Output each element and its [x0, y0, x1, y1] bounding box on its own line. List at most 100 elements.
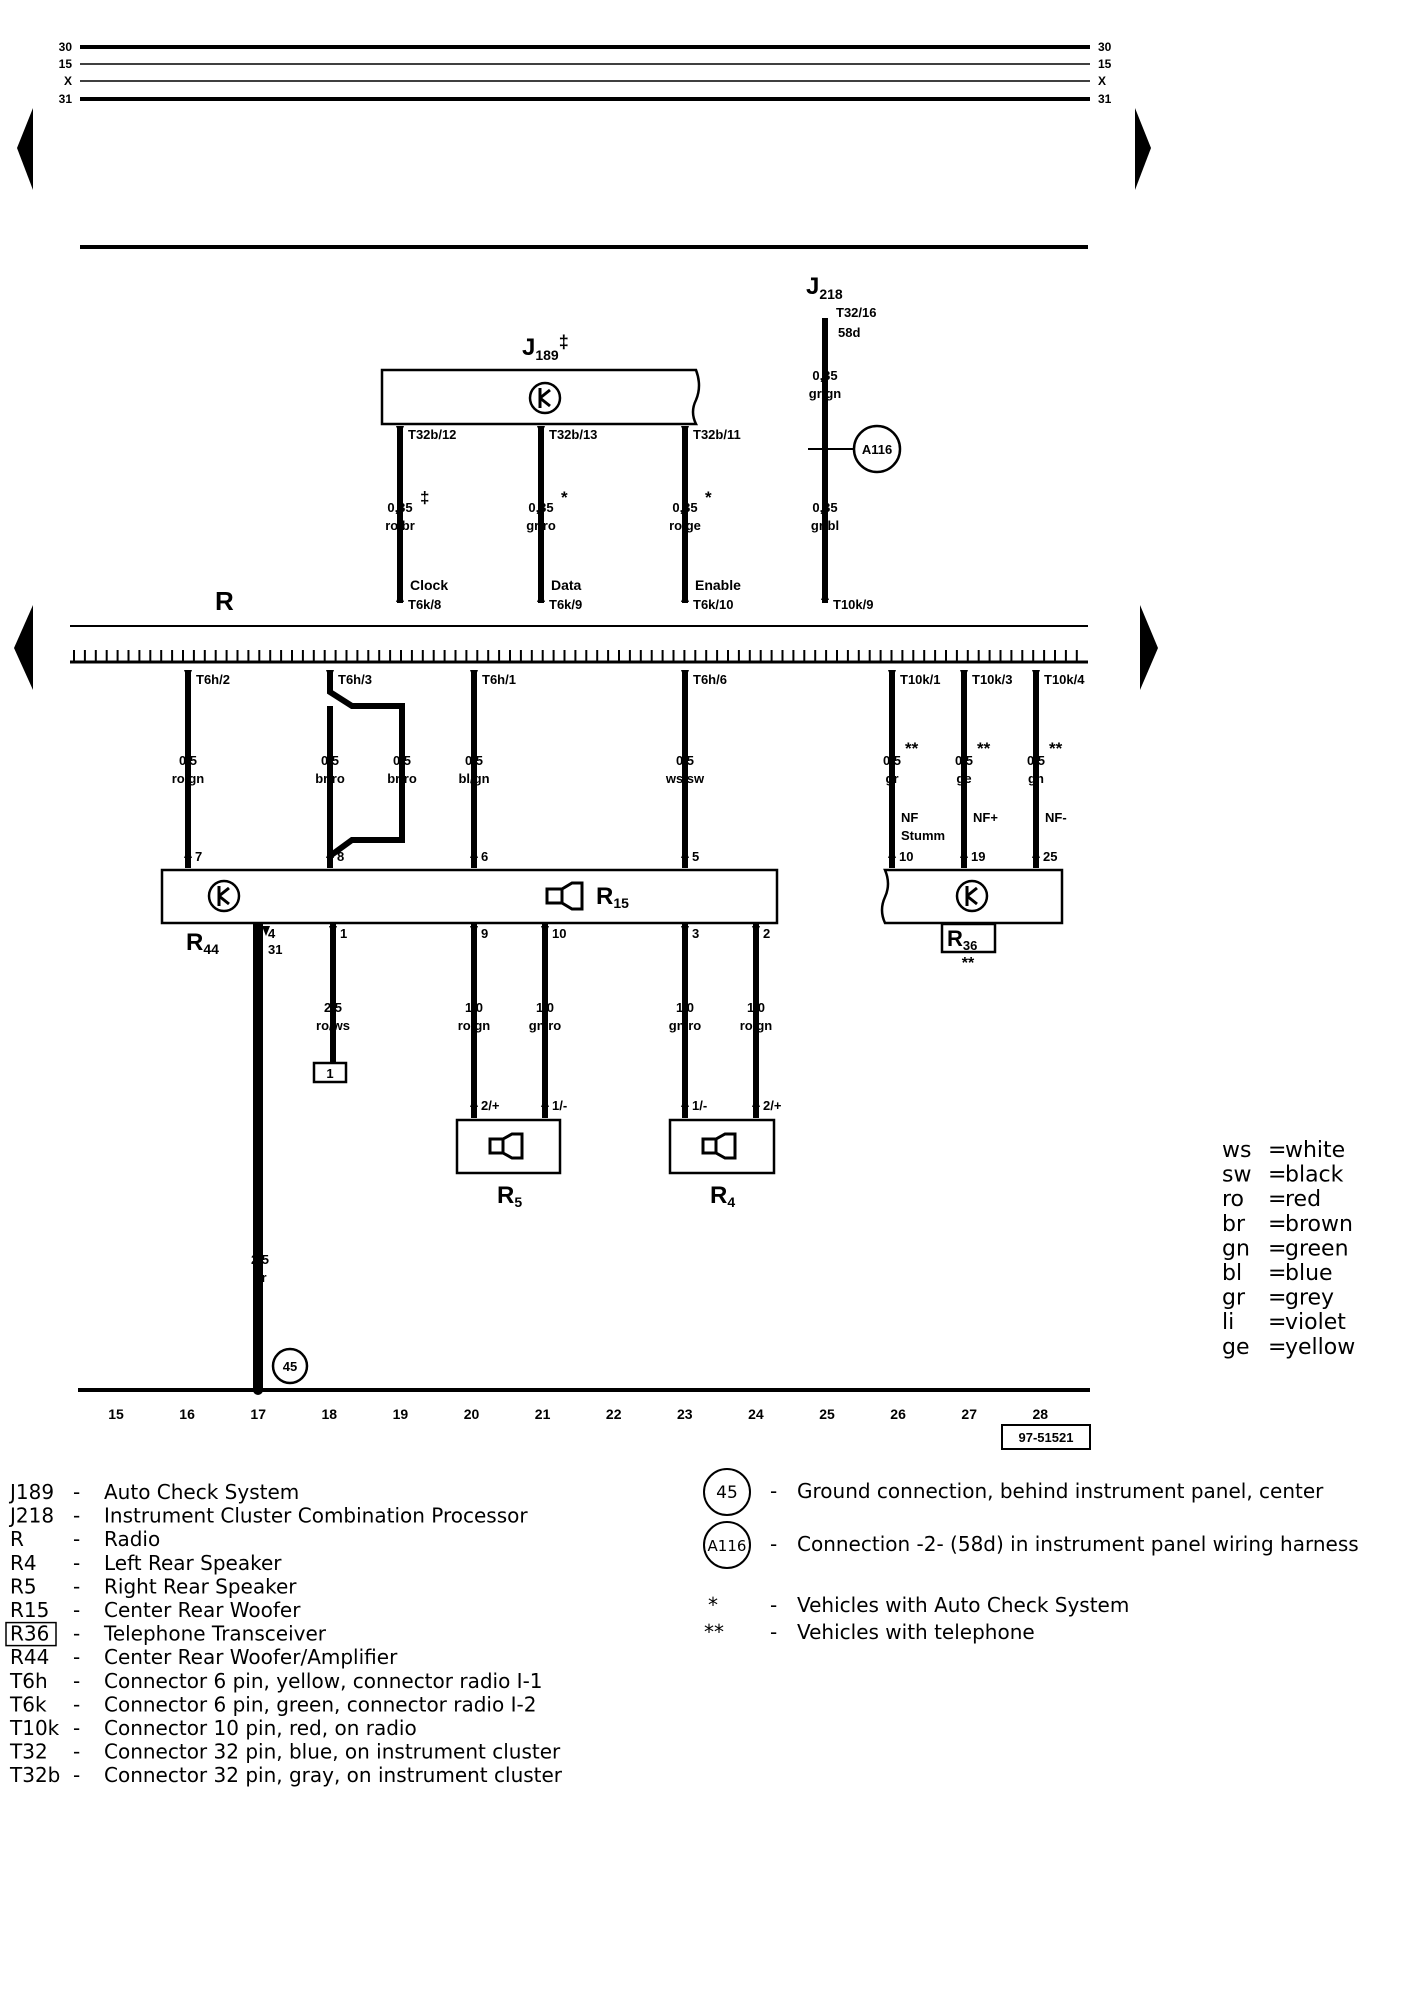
wire-gauge-label: 1,0 [465, 1000, 483, 1015]
r36-electronic-icon-glyph [965, 886, 978, 906]
wire-color-label: ro/gn [172, 771, 205, 786]
wire-gauge-label: 0,35 [672, 500, 697, 515]
signal-label: Data [551, 577, 582, 593]
r15-pin-label: 5 [692, 849, 699, 864]
legend-dash: - [73, 1669, 80, 1693]
wire-gauge-label: 0,5 [465, 753, 483, 768]
footer-column-number: 17 [250, 1406, 266, 1422]
note-double-star-dash: - [770, 1620, 777, 1644]
r36-pin-label: 10 [899, 849, 913, 864]
bus-label-15-left: 15 [59, 57, 73, 71]
r44-electronic-icon-glyph [217, 886, 230, 906]
color-equals: = [1268, 1187, 1286, 1212]
r15-speaker-icon [545, 881, 584, 911]
wire-gauge-label: 0,35 [387, 500, 412, 515]
j189-electronic-icon-glyph [538, 388, 551, 408]
wire-note-mark: ‡ [420, 488, 429, 507]
r36-label-box [940, 922, 997, 954]
r15-pin1-gauge: 2,5 [324, 1000, 342, 1015]
bus-labels-left: 30 15 X 31 [59, 40, 73, 106]
wire-gauge-label: 0,5 [676, 753, 694, 768]
page-right-arrow-icon[interactable] [1135, 108, 1151, 190]
wire-gauge-label: 0,5 [1027, 753, 1045, 768]
r5-speaker-icon [488, 1132, 524, 1160]
bus-lines [80, 45, 1090, 101]
radio-pin-label: T10k/4 [1044, 672, 1085, 687]
r15-pin-arrow-icon [470, 848, 478, 858]
legend-code: T6k [9, 1692, 47, 1716]
tel-wires: T10k/10,5**grNFStumm10T10k/30,5**geNF+19… [883, 670, 1085, 868]
r36-pin-arrow-icon [888, 848, 896, 858]
color-name: green [1285, 1236, 1349, 1261]
legend-dash: - [73, 1480, 80, 1504]
wire-gauge-label: 0,5 [321, 753, 339, 768]
r15-pin-label: 3 [692, 926, 699, 941]
speaker-wires: 91,0ro/gn2/+101,0gn/ro1/-31,0gn/ro1/-21,… [458, 924, 782, 1118]
r15-pin1-arrow-icon [329, 926, 337, 936]
j189-pin-label: T32b/13 [549, 427, 597, 442]
bus-label-31-right: 31 [1098, 92, 1112, 106]
wire-color-label: gn/ro [669, 1018, 702, 1033]
j189-pin-arrow-icon [537, 426, 545, 436]
j218-label: J218 [806, 273, 843, 302]
color-legend: ws=whitesw=blackro=redbr=browngn=greenbl… [1222, 1138, 1355, 1360]
legend-desc: Radio [104, 1527, 160, 1551]
legend-dash: - [73, 1716, 80, 1740]
j218-color-1: gr/gn [809, 386, 842, 401]
footer-column-number: 24 [748, 1406, 764, 1422]
bus-labels-right: 30 15 X 31 [1098, 40, 1112, 106]
r15-pin-arrow-icon [681, 848, 689, 858]
color-name: brown [1285, 1212, 1353, 1237]
legend-dash: - [73, 1527, 80, 1551]
wire-color-label: ro/br [385, 518, 415, 533]
wire-color-label: gr [886, 771, 899, 786]
radio-pin-label: T10k/3 [972, 672, 1012, 687]
note-double-star-mark: ** [704, 1620, 724, 1644]
legend-desc: Instrument Cluster Combination Processor [104, 1504, 528, 1528]
r15-pin-label: 2 [763, 926, 770, 941]
legend-desc: Connector 32 pin, gray, on instrument cl… [104, 1763, 563, 1787]
wire-gauge-label: 0,35 [528, 500, 553, 515]
legend-code: R [10, 1527, 24, 1551]
radio-connector-arrow-icon [537, 592, 545, 602]
legend-dash: - [73, 1574, 80, 1598]
r15-label: R15 [596, 883, 629, 911]
wire-gauge-label: 0,5 [179, 753, 197, 768]
footer-column-number: 15 [108, 1406, 124, 1422]
speaker-pin-arrow-icon [681, 1097, 689, 1107]
r15-pin-arrow-icon [184, 848, 192, 858]
t6h3-jumper-wire [327, 689, 405, 859]
wire-note-mark: ** [905, 739, 919, 758]
radio-ticks [73, 650, 1078, 662]
radio-left-arrow-icon[interactable] [14, 605, 33, 690]
legend-a116-desc: Connection -2- (58d) in instrument panel… [797, 1532, 1359, 1556]
radio-right-arrow-icon[interactable] [1140, 605, 1158, 690]
footer-column-number: 22 [606, 1406, 622, 1422]
color-code: bl [1222, 1261, 1242, 1286]
color-equals: = [1268, 1335, 1286, 1360]
speaker-pin-label: 2/+ [763, 1098, 782, 1113]
t6h3-jumper-color: br/ro [387, 771, 417, 786]
signal-label: NF- [1045, 810, 1067, 825]
page-left-arrow-icon[interactable] [17, 108, 33, 190]
bus-label-x-right: X [1098, 74, 1106, 88]
r36-note-mark: ** [962, 955, 975, 972]
color-equals: = [1268, 1236, 1286, 1261]
j218-connector-label: T10k/9 [833, 597, 873, 612]
footer-column-number: 19 [393, 1406, 409, 1422]
legend-code: R5 [10, 1574, 37, 1598]
bus-label-15-right: 15 [1098, 57, 1112, 71]
radio-pin-label: T6h/6 [693, 672, 727, 687]
r4-speaker-icon [701, 1132, 737, 1160]
legend-code: T32 [9, 1740, 48, 1764]
legend-ground-45-circle [703, 1468, 751, 1516]
legend-dash: - [73, 1645, 80, 1669]
lower-wires: T6h/20,5ro/gn7T6h/30,5br/ro8T6h/10,5bl/g… [172, 670, 727, 868]
legend-code-box [5, 1621, 57, 1647]
legend-code: T10k [9, 1716, 60, 1740]
r36-pin-arrow-icon [1032, 848, 1040, 858]
radio-pin-label: T6h/1 [482, 672, 516, 687]
r15-pin-arrow-icon [470, 926, 478, 936]
r44-electronic-icon [207, 879, 241, 913]
